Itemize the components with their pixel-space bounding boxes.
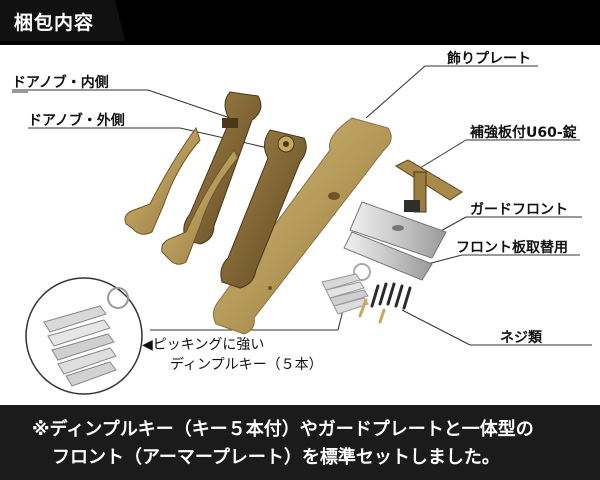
header-title: 梱包内容 [14,12,95,34]
keys-callout-line1: ◀ピッキングに強い [142,337,265,353]
door-knob-outside-shape [161,129,307,289]
label-front-mount: フロント板取替用 [456,240,568,256]
footer-line1: ※ディンプルキー（キー５本付）やガードプレートと一体型の [32,419,534,440]
footer-banner: ※ディンプルキー（キー５本付）やガードプレートと一体型の フロント（アーマープレ… [0,405,600,480]
label-screws: ネジ類 [500,330,542,346]
plate-hole [328,192,340,200]
front-mount-shape [343,231,433,281]
header-rule [0,41,600,45]
guard-front-hole [392,225,404,231]
strike-plate-shape [394,159,463,213]
header-tab [0,0,125,41]
keys-callout-line2: ディンプルキー（５本） [170,357,323,373]
footer-line2: フロント（アーマープレート）を標準セットしました。 [52,447,500,468]
plate-screw-hole [268,286,272,290]
label-strike-plate: 補強板付U60-錠 [470,125,577,141]
label-guard-front: ガードフロント [470,202,568,218]
keys-small-shape [321,263,371,315]
label-decor-plate: 飾りプレート [447,51,531,67]
screws-shape [358,282,412,324]
header-bar: 梱包内容 [0,0,600,41]
parts-illustration [12,65,592,395]
label-door-knob-inside: ドアノブ・内側 [12,75,109,91]
decor-plate-shape [212,117,392,335]
keys-inset [25,277,143,395]
label-door-knob-outside: ドアノブ・外側 [28,113,125,129]
